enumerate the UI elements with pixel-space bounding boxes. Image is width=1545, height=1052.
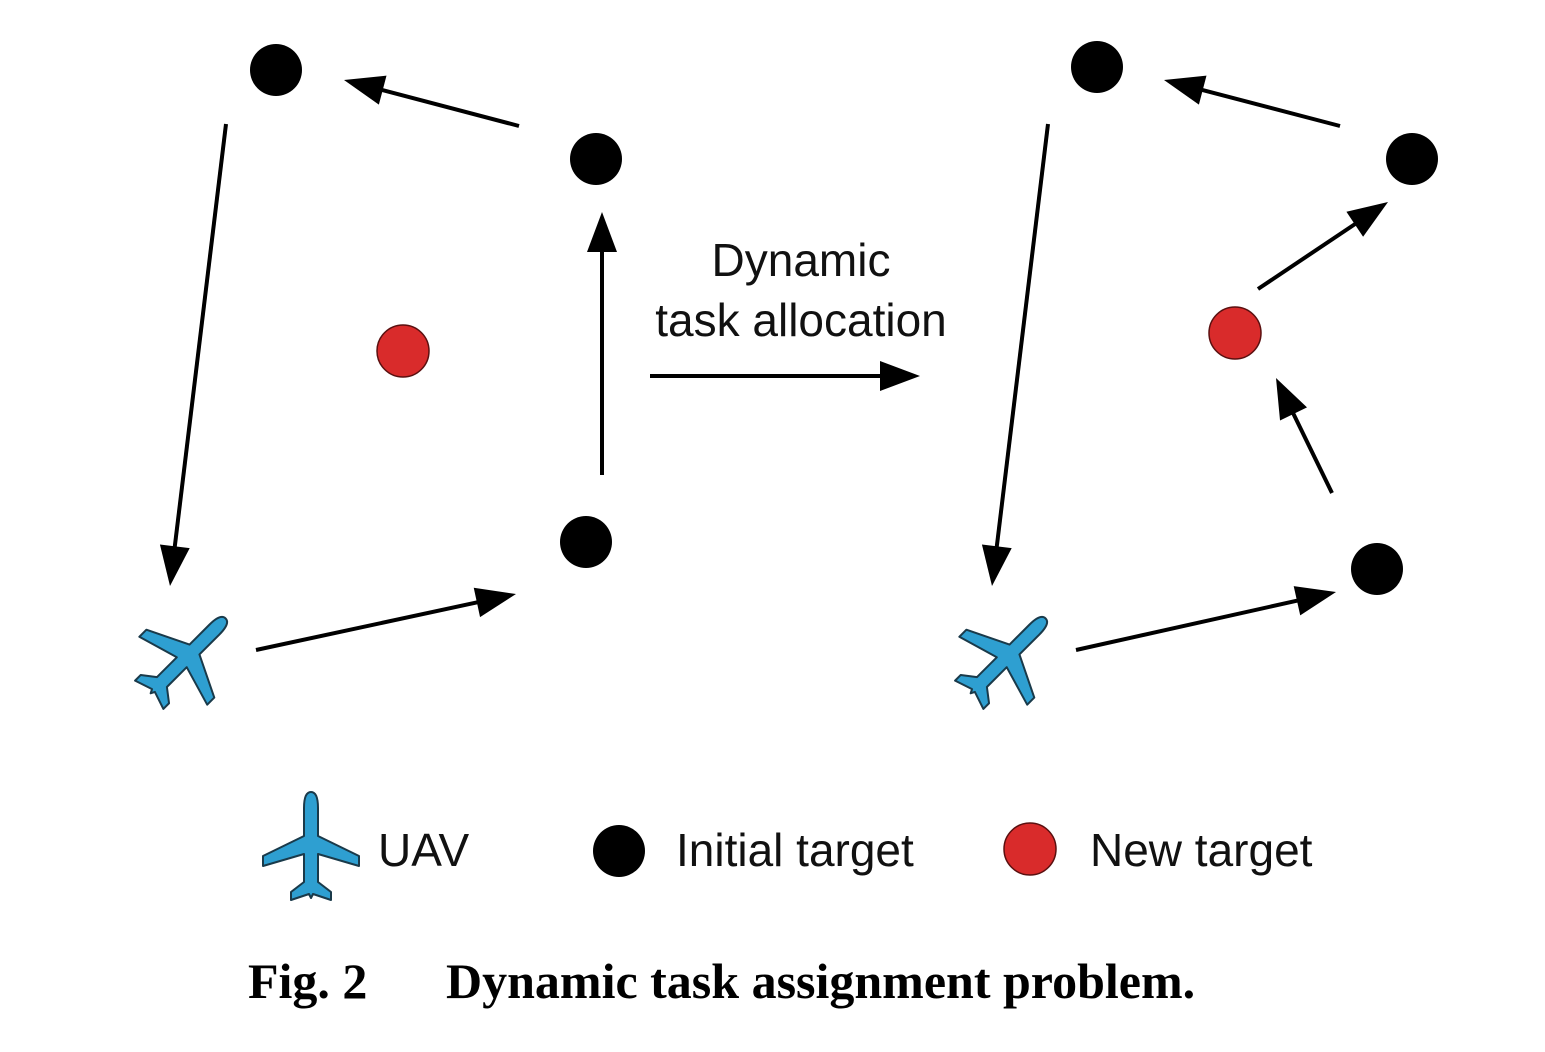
legend-black-dot-icon	[593, 825, 645, 877]
transition: Dynamic task allocation	[650, 234, 947, 391]
transition-arrow-head	[880, 361, 920, 391]
right-arrow-target1-to-newtarget	[1289, 409, 1334, 494]
left-arrow-uav-to-target1-head	[473, 587, 516, 618]
left-arrow-target2-to-target3	[378, 87, 520, 128]
right-new-target	[1208, 306, 1262, 360]
legend-new-target-label: New target	[1090, 824, 1313, 876]
right-uav-airplane-icon	[934, 583, 1081, 730]
legend-uav-label: UAV	[378, 824, 469, 876]
legend-red-dot-icon	[1003, 822, 1057, 876]
left-initial-target-upper-right	[570, 133, 622, 185]
left-diagram	[114, 44, 622, 730]
left-arrow-target2-to-target3-head	[344, 75, 387, 105]
right-initial-target-top	[1071, 41, 1123, 93]
legend-initial-target-label: Initial target	[676, 824, 914, 876]
caption-title: Dynamic task assignment problem.	[446, 953, 1195, 1009]
right-arrow-target1-to-newtarget-head	[1276, 378, 1307, 421]
right-initial-target-lower-right	[1351, 543, 1403, 595]
right-diagram	[934, 41, 1438, 730]
right-arrow-target2-to-target3-head	[1164, 75, 1207, 105]
left-initial-target-lower-right	[560, 516, 612, 568]
left-arrow-uav-to-target1	[255, 599, 482, 652]
left-uav-airplane-icon	[114, 583, 261, 730]
left-arrow-target4-to-uav	[172, 123, 228, 551]
left-new-target	[376, 324, 430, 378]
right-arrow-newtarget-to-target2-head	[1346, 202, 1388, 237]
right-arrow-uav-to-target1	[1075, 597, 1302, 652]
figure-caption: Fig. 2 Dynamic task assignment problem.	[248, 953, 1195, 1009]
transition-label-line2: task allocation	[655, 294, 947, 346]
left-arrow-target1-to-target2-head	[587, 212, 617, 252]
legend-airplane-icon	[262, 791, 360, 901]
right-arrow-uav-to-target1-head	[1293, 586, 1336, 616]
right-arrow-target4-to-uav-head	[981, 544, 1012, 586]
caption-figure-number: Fig. 2	[248, 953, 367, 1009]
left-initial-target-top	[250, 44, 302, 96]
legend: UAV Initial target New target	[262, 791, 1313, 901]
right-arrow-target2-to-target3	[1198, 87, 1341, 128]
left-arrow-target4-to-uav-head	[159, 544, 190, 586]
right-arrow-newtarget-to-target2	[1256, 220, 1360, 291]
right-initial-target-upper-right	[1386, 133, 1438, 185]
transition-label-line1: Dynamic	[712, 234, 891, 286]
right-arrow-target4-to-uav	[994, 123, 1050, 551]
